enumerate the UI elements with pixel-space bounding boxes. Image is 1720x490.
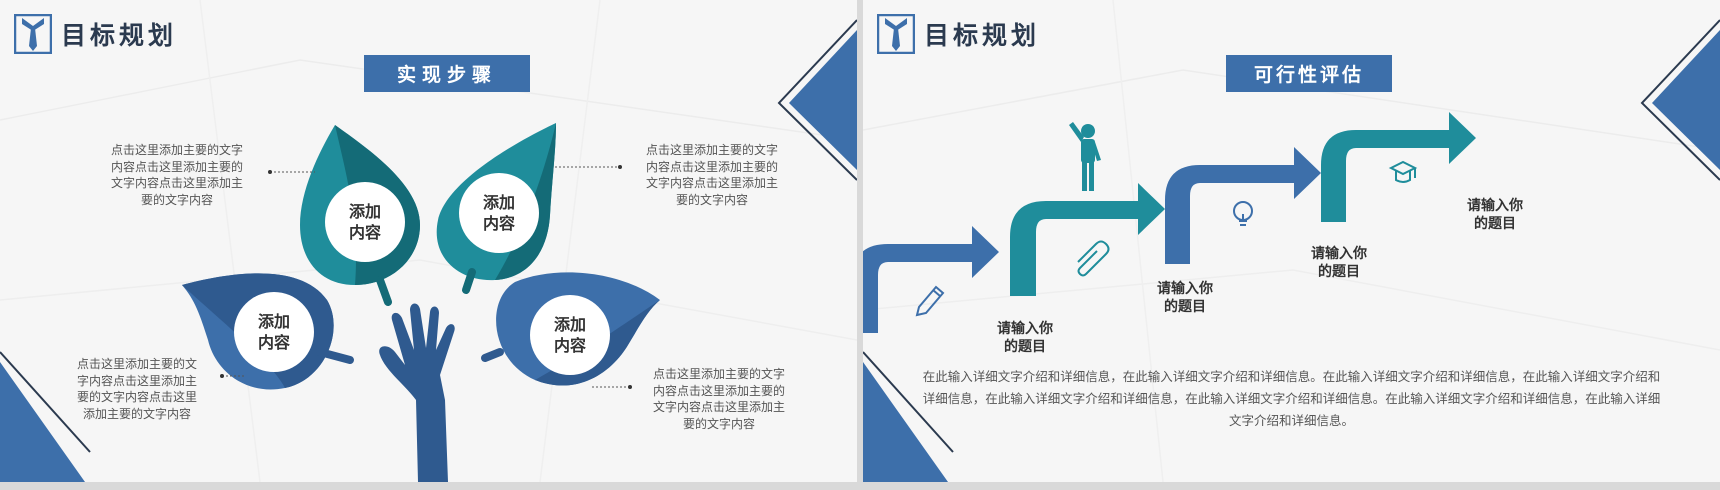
corner-triangle-bottom-left xyxy=(0,362,85,482)
tree-graphic xyxy=(182,123,660,482)
connector-dot-top-left xyxy=(268,170,272,174)
hand-trunk xyxy=(379,303,455,482)
step-arrow-3 xyxy=(1165,147,1321,264)
step-arrow-1 xyxy=(863,226,999,333)
page-title: 目标规划 xyxy=(61,21,178,50)
leaf-label-bottom-left[interactable]: 添加 内容 xyxy=(257,312,290,352)
pencil-icon xyxy=(915,285,945,317)
slide-right: 目标规划 可行性评估 xyxy=(863,0,1720,482)
annotation-bottom-right[interactable]: 点击这里添加主要的文字 内容点击这里添加主要的 文字内容点击这里添加主 要的文字… xyxy=(652,367,785,431)
leaf-top-right xyxy=(436,123,556,294)
connector-dot-top-right xyxy=(618,165,622,169)
corner-line-bottom-left xyxy=(863,351,954,453)
person-raising-hand-icon xyxy=(1069,122,1101,191)
connector-dot-bottom-left xyxy=(220,374,224,378)
corner-triangle-top-right xyxy=(1652,30,1720,170)
leaf-label-top-left[interactable]: 添加 内容 xyxy=(348,202,381,242)
annotation-bottom-left[interactable]: 点击这里添加主要的文 字内容点击这里添加主 要的文字内容点击这里 添加主要的文字… xyxy=(76,357,197,421)
paper-texture-background xyxy=(0,0,857,482)
corner-triangle-bottom-left xyxy=(863,362,948,482)
leaf-label-top-right[interactable]: 添加 内容 xyxy=(482,193,515,233)
staircase-arrows-drawn xyxy=(863,112,1476,333)
shirt-tie-icon xyxy=(14,14,52,54)
annotation-top-right[interactable]: 点击这里添加主要的文字 内容点击这里添加主要的 文字内容点击这里添加主 要的文字… xyxy=(645,143,778,207)
slide-left: 目标规划 实现步骤 xyxy=(0,0,857,482)
leaf-bottom-left xyxy=(182,273,354,390)
corner-decorations xyxy=(0,19,857,482)
step-arrow-2 xyxy=(1010,183,1165,296)
shirt-tie-icon xyxy=(877,14,915,54)
step-label-1[interactable]: 请输入你 的题目 xyxy=(997,321,1053,355)
paperclip-icon xyxy=(1077,240,1110,277)
section-banner: 实现步骤 xyxy=(364,55,530,92)
step-arrow-4 xyxy=(1321,112,1476,222)
corner-line-top-right xyxy=(1640,19,1720,181)
paper-texture-background xyxy=(863,0,1720,482)
leaf-bottom-right xyxy=(481,272,660,386)
section-banner: 可行性评估 xyxy=(1226,55,1392,92)
graduation-cap-icon xyxy=(1388,160,1418,183)
step-label-4[interactable]: 请输入你 的题目 xyxy=(1467,198,1523,232)
leaf-label-bottom-right[interactable]: 添加 内容 xyxy=(553,315,586,355)
corner-line-bottom-left xyxy=(0,351,91,453)
corner-line-top-right xyxy=(777,19,857,181)
description-text[interactable]: 在此输入详细文字介绍和详细信息，在此输入详细文字介绍和详细信息。在此输入详细文字… xyxy=(922,369,1661,428)
leaf-top-left xyxy=(300,125,420,306)
step-label-2[interactable]: 请输入你 的题目 xyxy=(1157,281,1213,315)
connector-dot-bottom-right xyxy=(628,385,632,389)
lightbulb-icon xyxy=(1233,201,1253,226)
corner-triangle-top-right xyxy=(789,30,857,170)
corner-decorations xyxy=(863,19,1720,482)
step-label-3[interactable]: 请输入你 的题目 xyxy=(1311,246,1367,280)
annotation-top-left[interactable]: 点击这里添加主要的文字 内容点击这里添加主要的 文字内容点击这里添加主 要的文字… xyxy=(110,143,243,207)
page-title: 目标规划 xyxy=(924,21,1041,50)
